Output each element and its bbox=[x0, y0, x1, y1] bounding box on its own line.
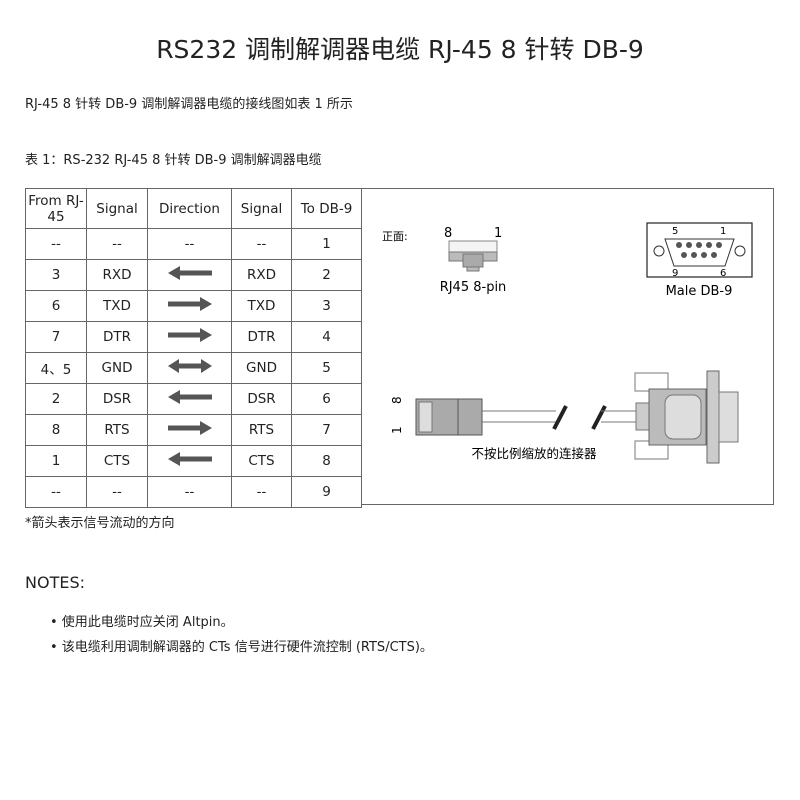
db9-signal-cell: RXD bbox=[231, 259, 292, 291]
cable-pin-8: 8 bbox=[390, 396, 404, 404]
from-pin-cell: 3 bbox=[25, 259, 87, 291]
db9-signal-cell: GND bbox=[231, 352, 292, 384]
not-to-scale-label: 不按比例缩放的连接器 bbox=[471, 446, 597, 461]
footnote: *箭头表示信号流动的方向 bbox=[25, 516, 175, 531]
connector-drawing: 正面: 8 1 RJ45 8-pin 5 1 9 6 Male DB-9 bbox=[382, 222, 753, 464]
db9-signal-cell: TXD bbox=[231, 290, 292, 322]
direction-cell bbox=[147, 445, 232, 477]
rj45-signal-cell: RXD bbox=[86, 259, 148, 291]
from-pin-cell: 8 bbox=[25, 414, 87, 446]
db9-signal-cell: CTS bbox=[231, 445, 292, 477]
left-arrow-icon bbox=[166, 265, 214, 285]
db9-signal-cell: DTR bbox=[231, 321, 292, 353]
db9-pin-1: 1 bbox=[720, 226, 726, 237]
rj45-front-icon bbox=[448, 240, 498, 272]
direction-cell bbox=[147, 259, 232, 291]
note-item: • 该电缆利用调制解调器的 CTs 信号进行硬件流控制 (RTS/CTS)。 bbox=[50, 640, 433, 655]
from-pin-cell: 4、5 bbox=[25, 352, 87, 384]
right-arrow-icon bbox=[166, 296, 214, 316]
db9-label: Male DB-9 bbox=[666, 284, 733, 299]
rj45-signal-cell: CTS bbox=[86, 445, 148, 477]
left-arrow-icon bbox=[166, 389, 214, 409]
direction-cell bbox=[147, 414, 232, 446]
direction-cell bbox=[147, 383, 232, 415]
rj45-signal-cell: DTR bbox=[86, 321, 148, 353]
from-pin-cell: 7 bbox=[25, 321, 87, 353]
db9-pin-5: 5 bbox=[672, 226, 678, 237]
from-pin-cell: -- bbox=[25, 476, 87, 508]
header-signal-2: Signal bbox=[231, 188, 292, 229]
intro-text: RJ-45 8 针转 DB-9 调制解调器电缆的接线图如表 1 所示 bbox=[25, 97, 353, 112]
left-arrow-icon bbox=[166, 451, 214, 471]
rj45-signal-cell: TXD bbox=[86, 290, 148, 322]
header-direction: Direction bbox=[147, 188, 232, 229]
db9-pin-6: 6 bbox=[720, 268, 726, 279]
rj45-signal-cell: -- bbox=[86, 476, 148, 508]
db9-signal-cell: RTS bbox=[231, 414, 292, 446]
note-item: • 使用此电缆时应关闭 Altpin。 bbox=[50, 615, 234, 630]
to-pin-cell: 8 bbox=[291, 445, 362, 477]
to-pin-cell: 9 bbox=[291, 476, 362, 508]
rj45-signal-cell: DSR bbox=[86, 383, 148, 415]
to-pin-cell: 1 bbox=[291, 228, 362, 260]
rj45-pin-8: 8 bbox=[444, 226, 452, 241]
rj45-signal-cell: GND bbox=[86, 352, 148, 384]
db9-pin-9: 9 bbox=[672, 268, 678, 279]
to-pin-cell: 6 bbox=[291, 383, 362, 415]
to-pin-cell: 5 bbox=[291, 352, 362, 384]
db9-signal-cell: -- bbox=[231, 228, 292, 260]
to-pin-cell: 7 bbox=[291, 414, 362, 446]
to-pin-cell: 2 bbox=[291, 259, 362, 291]
from-pin-cell: 6 bbox=[25, 290, 87, 322]
page-title: RS232 调制解调器电缆 RJ-45 8 针转 DB-9 bbox=[156, 35, 644, 64]
table-header-row: From RJ-45 Signal Direction Signal To DB… bbox=[25, 188, 362, 229]
to-pin-cell: 3 bbox=[291, 290, 362, 322]
connector-diagram: 正面: 8 1 RJ45 8-pin 5 1 9 6 Male DB-9 bbox=[361, 188, 774, 505]
pinout-table: From RJ-45 Signal Direction Signal To DB… bbox=[25, 188, 362, 508]
from-pin-cell: -- bbox=[25, 228, 87, 260]
db9-signal-cell: -- bbox=[231, 476, 292, 508]
both-arrow-icon bbox=[166, 358, 214, 378]
from-pin-cell: 1 bbox=[25, 445, 87, 477]
direction-cell bbox=[147, 352, 232, 384]
header-from: From RJ-45 bbox=[25, 188, 87, 229]
rj45-label: RJ45 8-pin bbox=[440, 280, 507, 295]
direction-cell: -- bbox=[147, 476, 232, 508]
rj45-pin-1: 1 bbox=[494, 226, 502, 241]
cable-drawing bbox=[415, 370, 739, 464]
rj45-signal-cell: -- bbox=[86, 228, 148, 260]
table-caption: 表 1：RS-232 RJ-45 8 针转 DB-9 调制解调器电缆 bbox=[25, 153, 322, 168]
header-to: To DB-9 bbox=[291, 188, 362, 229]
notes-title: NOTES: bbox=[25, 573, 85, 592]
direction-cell bbox=[147, 290, 232, 322]
right-arrow-icon bbox=[166, 327, 214, 347]
table-row: --------1 bbox=[25, 228, 362, 260]
db9-icon bbox=[646, 222, 753, 278]
table-row: --------9 bbox=[25, 476, 362, 508]
front-label: 正面: bbox=[382, 230, 408, 243]
right-arrow-icon bbox=[166, 420, 214, 440]
db9-signal-cell: DSR bbox=[231, 383, 292, 415]
direction-cell bbox=[147, 321, 232, 353]
rj45-signal-cell: RTS bbox=[86, 414, 148, 446]
from-pin-cell: 2 bbox=[25, 383, 87, 415]
direction-cell: -- bbox=[147, 228, 232, 260]
to-pin-cell: 4 bbox=[291, 321, 362, 353]
cable-pin-1: 1 bbox=[390, 426, 404, 434]
header-signal: Signal bbox=[86, 188, 148, 229]
